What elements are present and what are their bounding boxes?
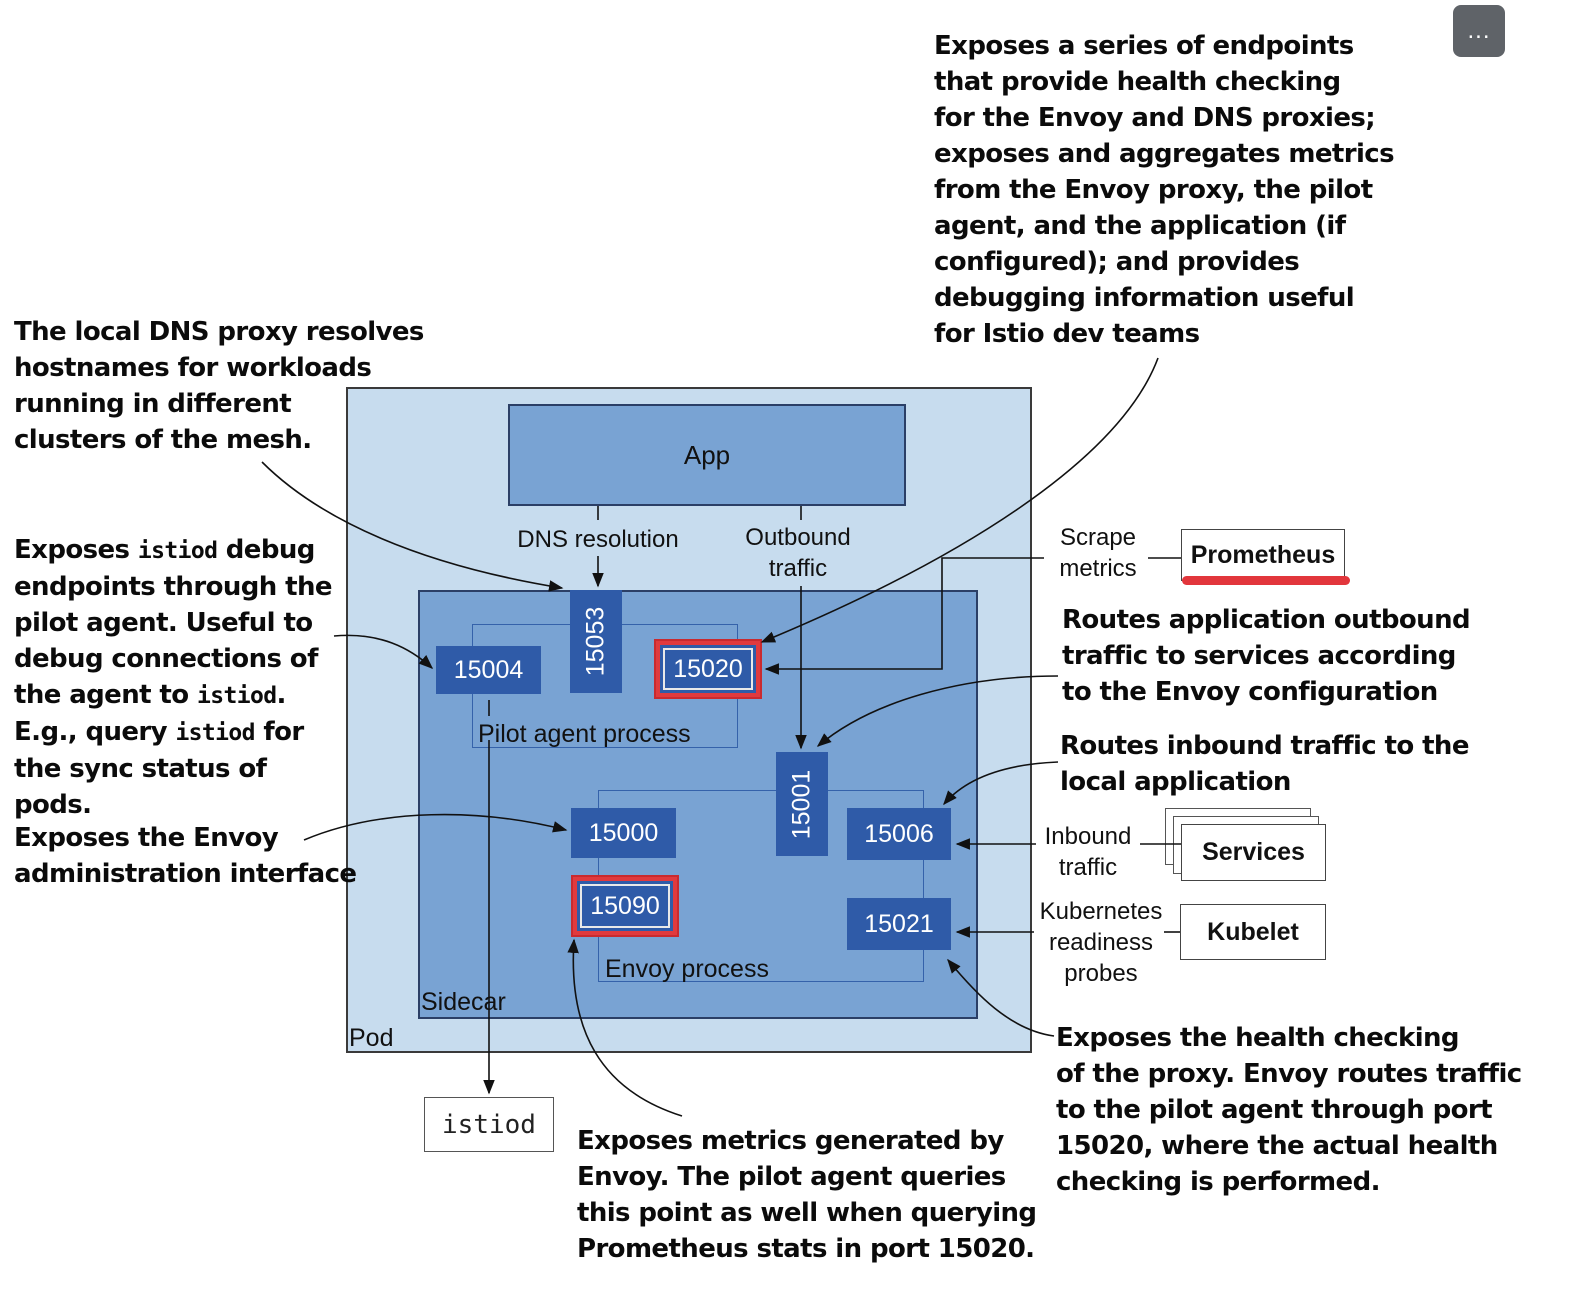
envoy-metrics-pointer xyxy=(567,938,683,1117)
port-15000: 15000 xyxy=(571,808,676,858)
more-options-button[interactable]: ... xyxy=(1453,5,1505,57)
more-horizontal-icon: ... xyxy=(1467,17,1491,44)
istiod-debug-pointer xyxy=(333,634,434,669)
scrape-to-15020-arrow xyxy=(764,557,1044,675)
prometheus-highlight-mark xyxy=(1182,576,1350,585)
port-15020: 15020 xyxy=(656,641,760,697)
port-15090: 15090 xyxy=(573,877,677,935)
health-metrics-annotation: Exposes a series of endpoints that provi… xyxy=(934,31,1395,349)
outbound-routes-annotation: Routes application outbound traffic to s… xyxy=(1062,605,1471,707)
services-box: Services xyxy=(1181,824,1326,881)
istiod-debug-annotation: Exposes istiod debug endpoints through t… xyxy=(14,535,332,820)
dns-proxy-pointer xyxy=(261,461,564,592)
scrape-metrics-label: Scrape metrics xyxy=(1059,524,1137,582)
health-metrics-pointer xyxy=(760,357,1159,643)
port-15001: 15001 xyxy=(776,752,828,856)
port-15004: 15004 xyxy=(436,646,541,694)
sidecar-label: Sidecar xyxy=(421,988,506,1016)
pilot-agent-process-label: Pilot agent process xyxy=(478,720,691,748)
inbound-routes-annotation: Routes inbound traffic to the local appl… xyxy=(1060,731,1469,797)
health-check-pointer xyxy=(947,958,1055,1037)
inbound-routes-pointer xyxy=(943,761,1059,806)
envoy-metrics-annotation: Exposes metrics generated by Envoy. The … xyxy=(577,1126,1037,1264)
health-check-annotation: Exposes the health checking of the proxy… xyxy=(1056,1023,1522,1197)
inbound-traffic-label: Inbound traffic xyxy=(1044,823,1132,881)
dns-proxy-annotation: The local DNS proxy resolves hostnames f… xyxy=(14,317,424,455)
envoy-process-label: Envoy process xyxy=(605,955,769,983)
istiod-box: istiod xyxy=(424,1097,554,1152)
dns-resolution-label: DNS resolution xyxy=(517,526,679,553)
port-15053: 15053 xyxy=(570,590,622,693)
port-15021: 15021 xyxy=(847,898,951,950)
app-label: App xyxy=(683,439,731,470)
kubelet-box: Kubelet xyxy=(1180,904,1326,960)
app-box: App xyxy=(508,404,906,506)
kubernetes-probes-label: Kubernetes readiness probes xyxy=(1039,898,1163,987)
envoy-admin-annotation: Exposes the Envoy administration interfa… xyxy=(14,823,357,889)
port-15006: 15006 xyxy=(847,808,951,860)
outbound-routes-pointer xyxy=(816,675,1059,747)
envoy-admin-pointer xyxy=(303,813,568,841)
outbound-traffic-label: Outbound traffic xyxy=(745,524,851,582)
pod-label: Pod xyxy=(349,1024,394,1052)
